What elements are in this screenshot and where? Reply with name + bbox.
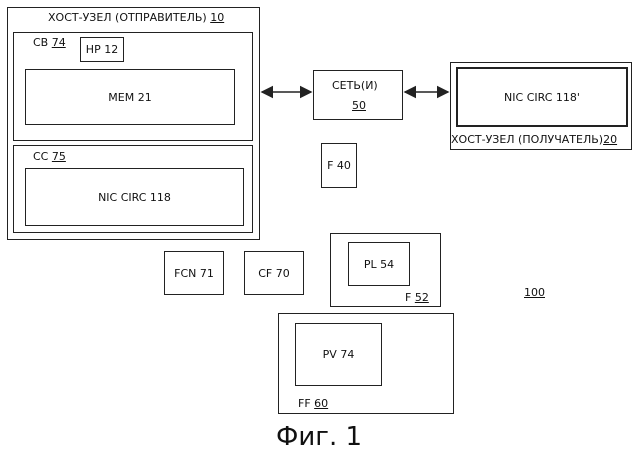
figure-caption: Фиг. 1 <box>276 422 362 452</box>
